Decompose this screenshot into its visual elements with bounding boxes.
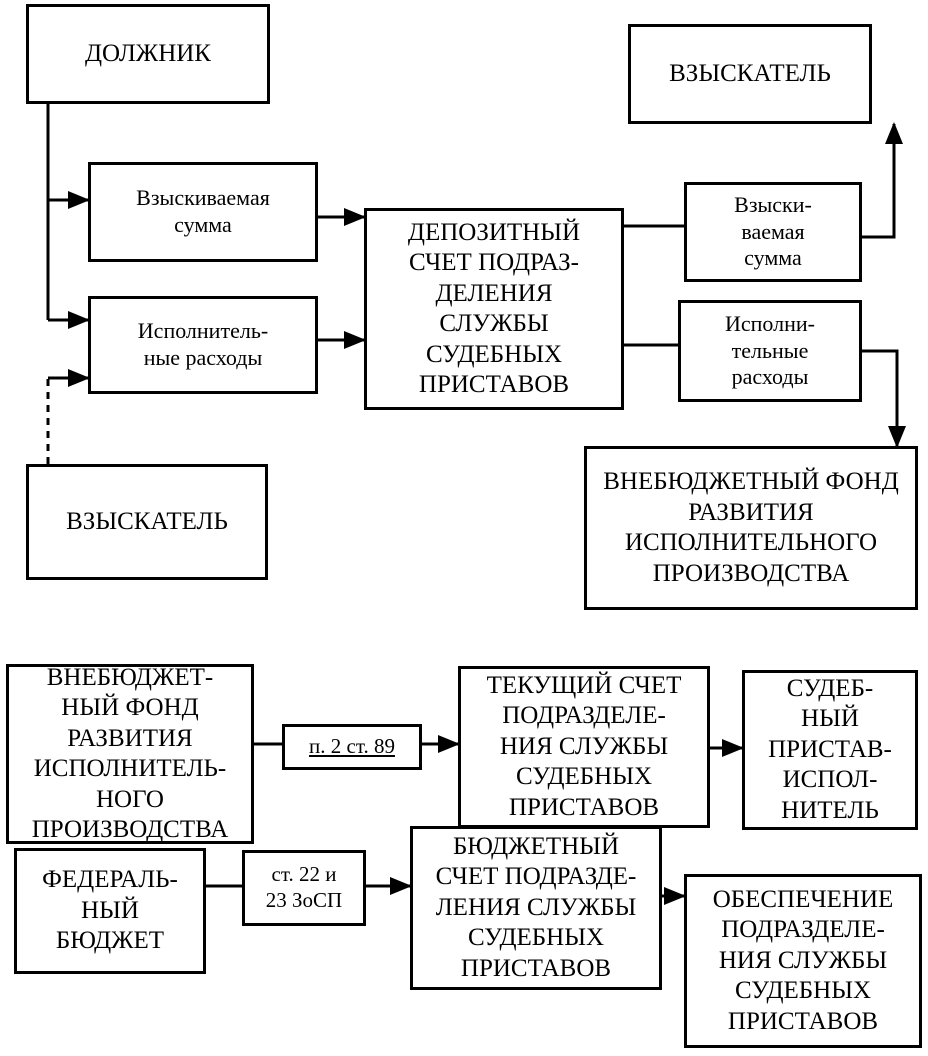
deposit-account-box: ДЕПОЗИТНЫЙ СЧЕТ ПОДРАЗ- ДЕЛЕНИЯ СЛУЖБЫ С… xyxy=(364,208,624,410)
sum-out-box: Взыски- ваемая сумма xyxy=(684,182,862,282)
ref-articles-22-23-box: ст. 22 и 23 ЗоСП xyxy=(242,850,366,926)
collector-top-box: ВЗЫСКАТЕЛЬ xyxy=(628,24,872,124)
sum-in-box: Взыскиваемая сумма xyxy=(88,162,318,262)
debtor-box: ДОЛЖНИК xyxy=(26,4,270,104)
budget-account-box: БЮДЖЕТНЫЙ СЧЕТ ПОДРАЗДЕ- ЛЕНИЯ СЛУЖБЫ СУ… xyxy=(410,826,662,990)
support-box: ОБЕСПЕЧЕНИЕ ПОДРАЗДЕЛЕ- НИЯ СЛУЖБЫ СУДЕБ… xyxy=(684,874,922,1048)
expenses-out-box: Исполни- тельные расходы xyxy=(678,300,862,402)
ref-article-89-box: п. 2 ст. 89 xyxy=(282,724,422,770)
collector-bottom-box: ВЗЫСКАТЕЛЬ xyxy=(26,464,268,580)
edge-sum-out-to-collector xyxy=(862,122,903,239)
current-account-box: ТЕКУЩИЙ СЧЕТ ПОДРАЗДЕЛЕ- НИЯ СЛУЖБЫ СУДЕ… xyxy=(458,666,710,828)
expenses-in-box: Исполнитель- ные расходы xyxy=(88,296,318,394)
federal-budget-box: ФЕДЕРАЛЬ- НЫЙ БЮДЖЕТ xyxy=(14,848,206,974)
edge-expenses-out-to-fund xyxy=(862,349,906,448)
development-fund-right-box: ВНЕБЮДЖЕТНЫЙ ФОНД РАЗВИТИЯ ИСПОЛНИТЕЛЬНО… xyxy=(584,446,918,610)
bailiff-box: СУДЕБ- НЫЙ ПРИСТАВ- ИСПОЛ- НИТЕЛЬ xyxy=(742,670,918,830)
development-fund-left-box: ВНЕБЮДЖЕТ- НЫЙ ФОНД РАЗВИТИЯ ИСПОЛНИТЕЛЬ… xyxy=(6,664,254,844)
